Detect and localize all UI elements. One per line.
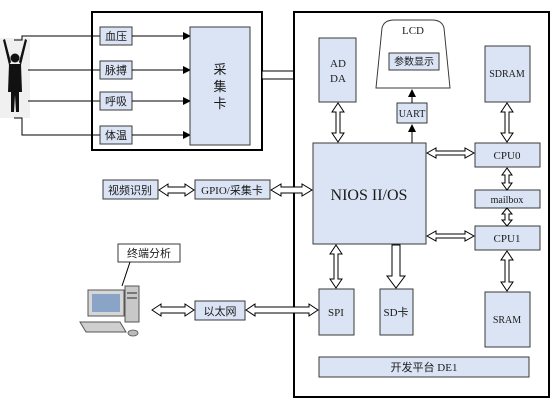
double-arrow-cpu1-sram	[500, 250, 514, 292]
uart-label: UART	[399, 109, 426, 120]
double-arrow-pc-ethernet	[151, 303, 195, 317]
double-arrow-mailbox-cpu1	[500, 207, 514, 227]
double-arrow-sdram-cpu0	[500, 102, 514, 143]
adda-label-line1: AD	[330, 58, 346, 70]
nios-core-label: NIOS II/OS	[331, 187, 408, 204]
double-arrow-nios-cpu1	[425, 230, 476, 242]
gpio-box	[194, 179, 271, 200]
spi-label: SPI	[328, 307, 344, 319]
mailbox-label: mailbox	[491, 195, 524, 206]
cpu0-box	[474, 142, 541, 168]
adda-box	[318, 37, 357, 103]
terminal-callout-line	[121, 261, 131, 287]
terminal-analysis-label: 终端分析	[127, 246, 171, 260]
sdram-box	[484, 45, 531, 103]
double-arrow-video-gpio	[158, 183, 195, 197]
double-arrow-adda-nios	[331, 102, 345, 143]
double-arrow-nios-spi	[329, 244, 343, 289]
wire-temperature	[14, 117, 100, 136]
acquisition-card-char-2: 集	[213, 79, 226, 94]
ethernet-label: 以太网	[204, 305, 237, 318]
lcd-inner-label: 参数显示	[394, 55, 434, 68]
sensor-label-blood-pressure: 血压	[105, 29, 127, 43]
video-recognition-label: 视频识别	[108, 183, 152, 197]
ethernet-box	[194, 300, 246, 321]
acquisition-card-box	[189, 26, 251, 146]
double-arrow-cpu0-mailbox	[501, 167, 513, 191]
sram-label: SRAM	[493, 315, 521, 326]
platform-label: 开发平台 DE1	[391, 360, 458, 374]
double-arrow-ethernet-spi	[245, 303, 319, 317]
double-arrow-gpio-nios	[270, 183, 313, 197]
cpu1-label: CPU1	[494, 233, 521, 245]
sdcard-label: SD卡	[383, 306, 408, 319]
acquisition-card-char-3: 卡	[213, 96, 226, 111]
computer-icon	[79, 285, 140, 337]
nios-core-box	[312, 142, 427, 245]
sensor-label-temperature: 体温	[105, 128, 127, 142]
sensor-label-pulse: 脉搏	[105, 63, 127, 77]
spi-box	[318, 288, 355, 336]
adda-label-line2: DA	[330, 73, 346, 85]
sensor-label-respiration: 呼吸	[105, 95, 127, 108]
video-recognition-box	[102, 179, 159, 200]
lcd-inner-box	[388, 52, 440, 71]
platform-label-box	[318, 356, 530, 378]
person-figure-icon	[0, 38, 30, 118]
sdcard-box	[379, 288, 414, 336]
gpio-label: GPIO/采集卡	[201, 183, 263, 197]
cpu1-box	[474, 225, 541, 251]
lcd-title: LCD	[402, 25, 424, 37]
single-arrow-nios-sdcard	[386, 244, 406, 289]
acquisition-card-char-1: 采	[213, 62, 226, 77]
wire-blood-pressure	[14, 35, 100, 41]
terminal-analysis-box	[117, 243, 181, 263]
cpu0-label: CPU0	[494, 150, 521, 162]
sram-box	[484, 291, 531, 348]
sdram-label: SDRAM	[489, 69, 525, 80]
double-arrow-nios-cpu0	[425, 147, 476, 159]
